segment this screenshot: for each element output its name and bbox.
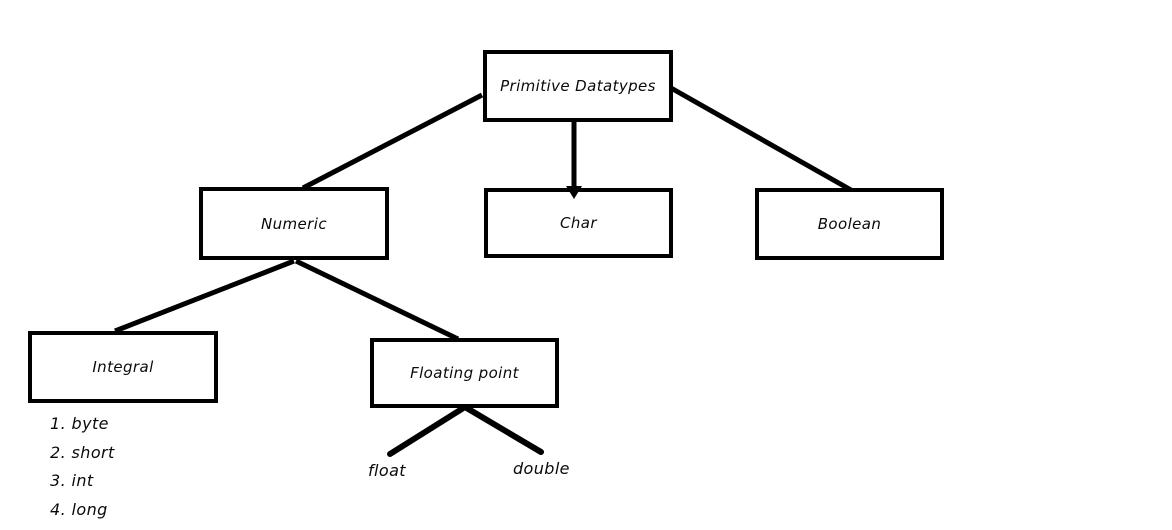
integral-types-list: 1. byte 2. short 3. int 4. long — [50, 413, 115, 527]
node-numeric-label: Numeric — [261, 214, 327, 233]
node-primitive-datatypes: Primitive Datatypes — [483, 50, 673, 122]
node-floating-point-label: Floating point — [410, 364, 519, 382]
integral-type-int: 3. int — [50, 471, 94, 490]
node-numeric: Numeric — [199, 187, 389, 260]
edge-numeric-integral — [114, 258, 295, 334]
node-boolean-label: Boolean — [817, 215, 882, 233]
integral-type-byte: 1. byte — [50, 414, 109, 433]
edge-root-numeric — [301, 92, 484, 191]
node-char: Char — [484, 188, 673, 258]
node-char-label: Char — [560, 214, 597, 232]
integral-type-long: 4. long — [50, 499, 108, 519]
edge-floating-point-float — [387, 404, 468, 457]
node-floating-point: Floating point — [370, 338, 559, 408]
integral-type-short: 2. short — [50, 442, 115, 462]
node-integral-label: Integral — [92, 358, 154, 376]
edge-root-boolean — [669, 85, 853, 193]
leaf-float: float — [368, 461, 406, 480]
node-boolean: Boolean — [755, 188, 944, 260]
edge-floating-point-double — [462, 404, 544, 455]
node-primitive-datatypes-label: Primitive Datatypes — [500, 77, 656, 95]
node-integral: Integral — [28, 331, 218, 403]
edge-numeric-floating-point — [294, 258, 460, 342]
leaf-double: double — [513, 459, 570, 478]
